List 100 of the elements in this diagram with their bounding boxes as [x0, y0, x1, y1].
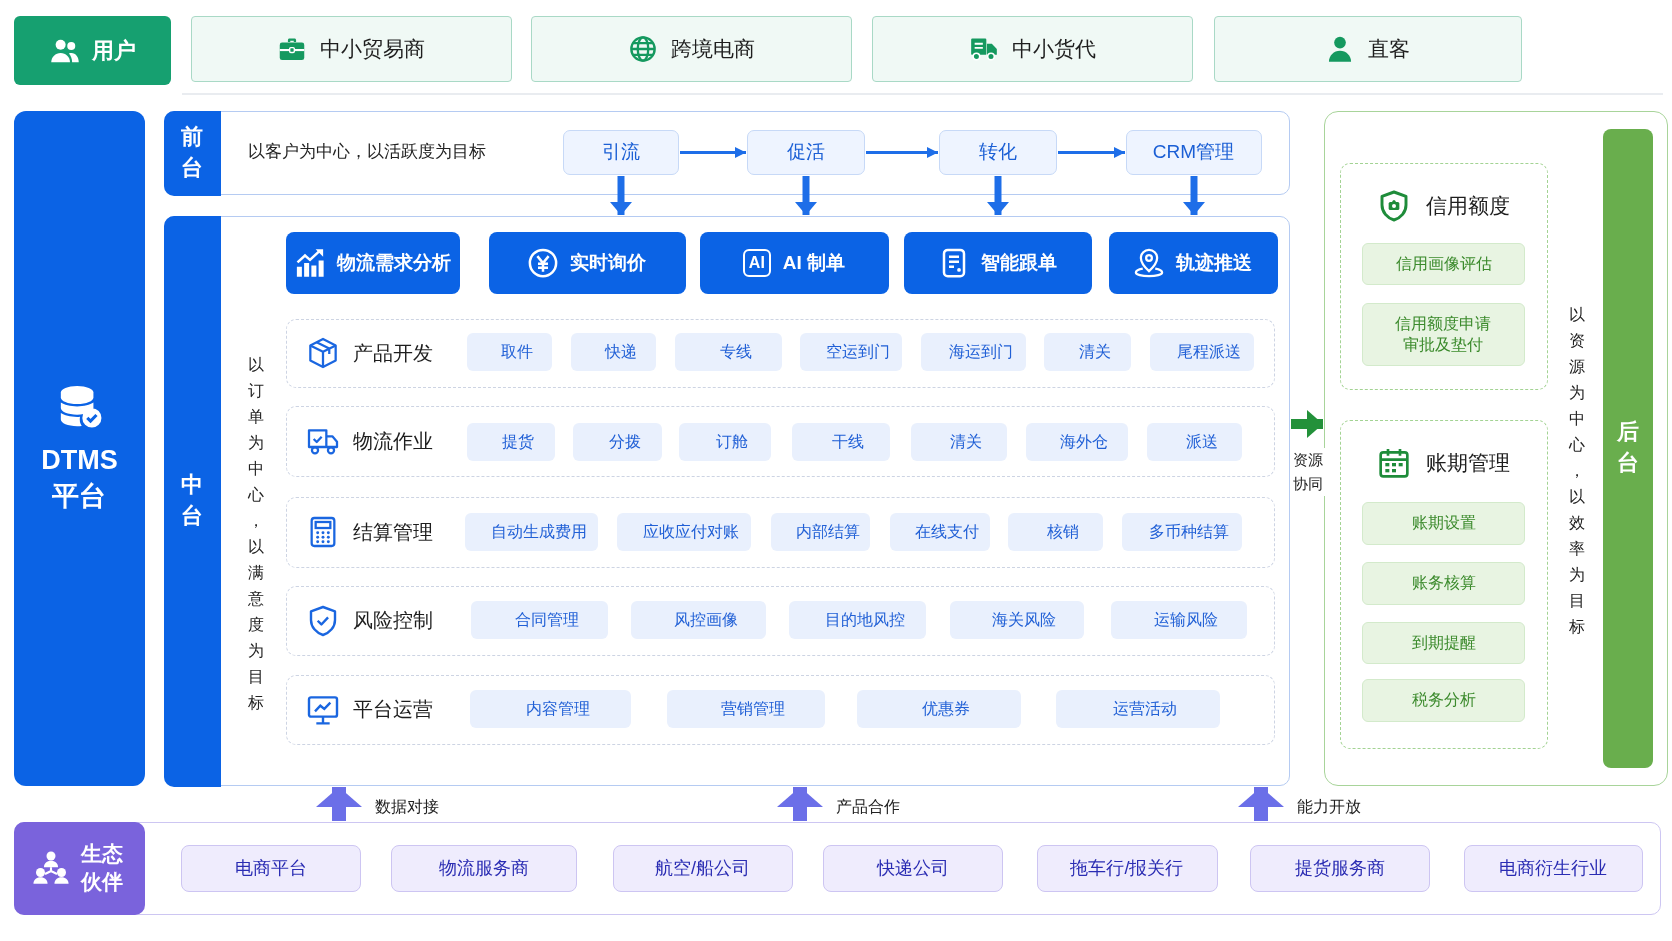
label-text: 订舱	[716, 431, 748, 452]
edge-label: 产品合作	[834, 796, 902, 818]
label-text: 税务分析	[1411, 690, 1476, 711]
arrow	[1058, 147, 1125, 158]
label-text: 引流	[601, 140, 640, 164]
label-text: 拖车行/报关行	[1070, 857, 1184, 880]
funnel-step-box	[938, 129, 1057, 175]
partner-tag	[1036, 844, 1218, 892]
label-text: 空运到门	[826, 341, 890, 362]
label-text: 优惠券	[922, 698, 970, 719]
layer-panel	[164, 216, 1290, 786]
group-title: 账期管理	[1425, 449, 1510, 476]
module-row	[285, 405, 1275, 477]
label-text: 信用额度申请审批及垫付	[1394, 313, 1493, 355]
module-title: 结算管理	[352, 519, 433, 545]
label-text: 提货	[502, 431, 534, 452]
label-text: 快递公司	[876, 857, 949, 880]
label-text: 直客	[1368, 36, 1410, 62]
label-text: 目的地风控	[824, 609, 905, 630]
label-text: 促活	[786, 140, 825, 164]
label-text: 海外仓	[1060, 431, 1108, 452]
user-type-card	[191, 16, 512, 82]
module-row	[285, 674, 1275, 745]
layer-panel	[1324, 111, 1668, 786]
service-tag	[1362, 622, 1525, 664]
feature-tile	[488, 231, 686, 294]
label-text: 中小贸易商	[320, 36, 425, 62]
partner-tag	[1463, 844, 1643, 892]
service-tag	[1362, 679, 1525, 722]
module-row	[285, 318, 1275, 388]
layer-name: 前台	[181, 123, 203, 182]
arrow	[1238, 787, 1284, 821]
label-text: 运营活动	[1113, 698, 1177, 719]
label-text: 在线支付	[915, 521, 979, 542]
service-group-box	[1339, 162, 1548, 390]
feature-tile	[699, 231, 889, 294]
slogan-text: 以订单为中心，以满意度为目标	[247, 354, 264, 713]
service-group-box	[1339, 419, 1548, 749]
label-text: 清关	[950, 431, 982, 452]
ai-tag: AI	[742, 248, 771, 277]
partner-tag	[612, 844, 793, 892]
label-text: 轨迹推送	[1176, 250, 1252, 275]
label-text: 账务核算	[1411, 573, 1476, 594]
feature-tile	[903, 231, 1092, 294]
label-text: 航空/船公司	[655, 857, 750, 880]
feature-tile	[1108, 231, 1278, 294]
module-title: 物流作业	[352, 428, 433, 454]
user-type-card	[531, 16, 852, 82]
label-text: 营销管理	[721, 698, 785, 719]
label-text: 分拨	[608, 431, 641, 452]
label-text: 尾程派送	[1177, 341, 1241, 362]
label-text: 生态伙伴	[80, 840, 124, 895]
module-title: 风险控制	[352, 608, 433, 633]
label-text: DTMS 平台	[40, 444, 119, 513]
label-text: 合同管理	[514, 609, 579, 630]
arrow	[1183, 176, 1205, 215]
platform-column	[14, 111, 145, 786]
label-text: 海运到门	[948, 341, 1013, 362]
edge-label: 能力开放	[1295, 796, 1363, 818]
layer-name: 后台	[1616, 418, 1639, 477]
funnel-step-box	[1125, 129, 1262, 175]
arrow	[610, 176, 632, 215]
label-text: 应收应付对账	[643, 521, 739, 542]
service-tag	[1362, 303, 1525, 366]
arrow	[795, 176, 817, 215]
layer-panel	[164, 111, 1290, 195]
module-row	[285, 496, 1275, 568]
partner-panel	[14, 822, 1661, 915]
service-tag	[1362, 243, 1525, 285]
label-text: 跨境电商	[670, 36, 755, 62]
label-text: 派送	[1185, 431, 1218, 452]
user-type-card	[872, 16, 1193, 82]
label-text: 物流服务商	[438, 857, 529, 880]
label-text: 自动生成费用	[490, 521, 587, 542]
slogan-text: 以资源为中心，以效率为目标	[1568, 304, 1585, 637]
label-text: 多币种结算	[1149, 521, 1229, 542]
user-type-card	[1214, 16, 1522, 82]
label-text: 风控画像	[673, 609, 738, 630]
label-text: 内部结算	[795, 521, 860, 542]
label-text: 清关	[1078, 341, 1111, 362]
label-text: 实时询价	[570, 250, 646, 275]
group-title: 信用额度	[1425, 192, 1510, 219]
label-text: AI 制单	[782, 250, 846, 275]
label-text: 内容管理	[525, 698, 590, 719]
partner-tag	[180, 844, 361, 892]
edge-label: 资源协同	[1290, 448, 1325, 496]
edge-label: 数据对接	[373, 796, 441, 818]
label-text: 快递	[604, 341, 637, 362]
arrow	[680, 147, 746, 158]
label-text: 专线	[719, 341, 752, 362]
label-text: 海关风险	[992, 609, 1056, 630]
layer-name: 中台	[181, 471, 203, 530]
label-text: 核销	[1046, 521, 1079, 542]
label-text: 到期提醒	[1411, 632, 1476, 653]
label-text: 电商平台	[234, 857, 307, 880]
label-text: 中小货代	[1011, 36, 1096, 62]
partner-tag	[822, 844, 1003, 892]
arrow	[777, 787, 823, 821]
label-text: CRM管理	[1152, 140, 1235, 164]
service-tag	[1362, 502, 1525, 545]
